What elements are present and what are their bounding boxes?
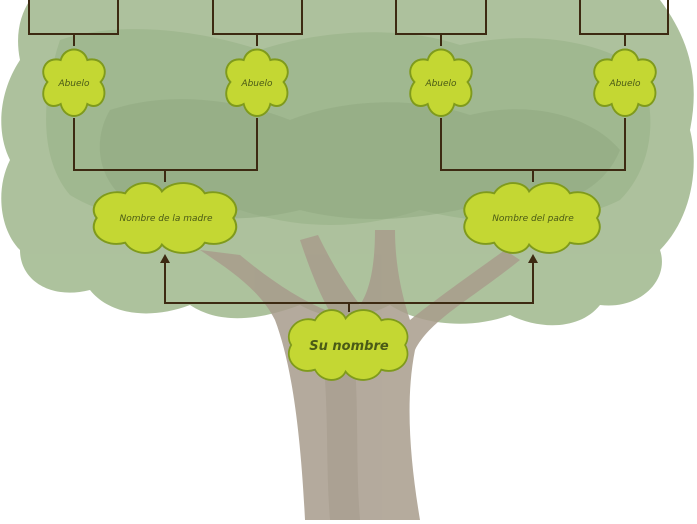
- grandparent-2-label[interactable]: Abuelo: [241, 79, 273, 89]
- father-label[interactable]: Nombre del padre: [492, 214, 574, 224]
- grandparent-4-label[interactable]: Abuelo: [609, 79, 641, 89]
- connector-lines: [28, 0, 669, 312]
- connector-arrowheads: [160, 254, 538, 263]
- tree-foliage: [1, 0, 694, 326]
- grandparent-1-label[interactable]: Abuelo: [58, 79, 90, 89]
- mother-label[interactable]: Nombre de la madre: [119, 214, 213, 224]
- grandparent-3-label[interactable]: Abuelo: [425, 79, 457, 89]
- self-label[interactable]: Su nombre: [309, 338, 389, 354]
